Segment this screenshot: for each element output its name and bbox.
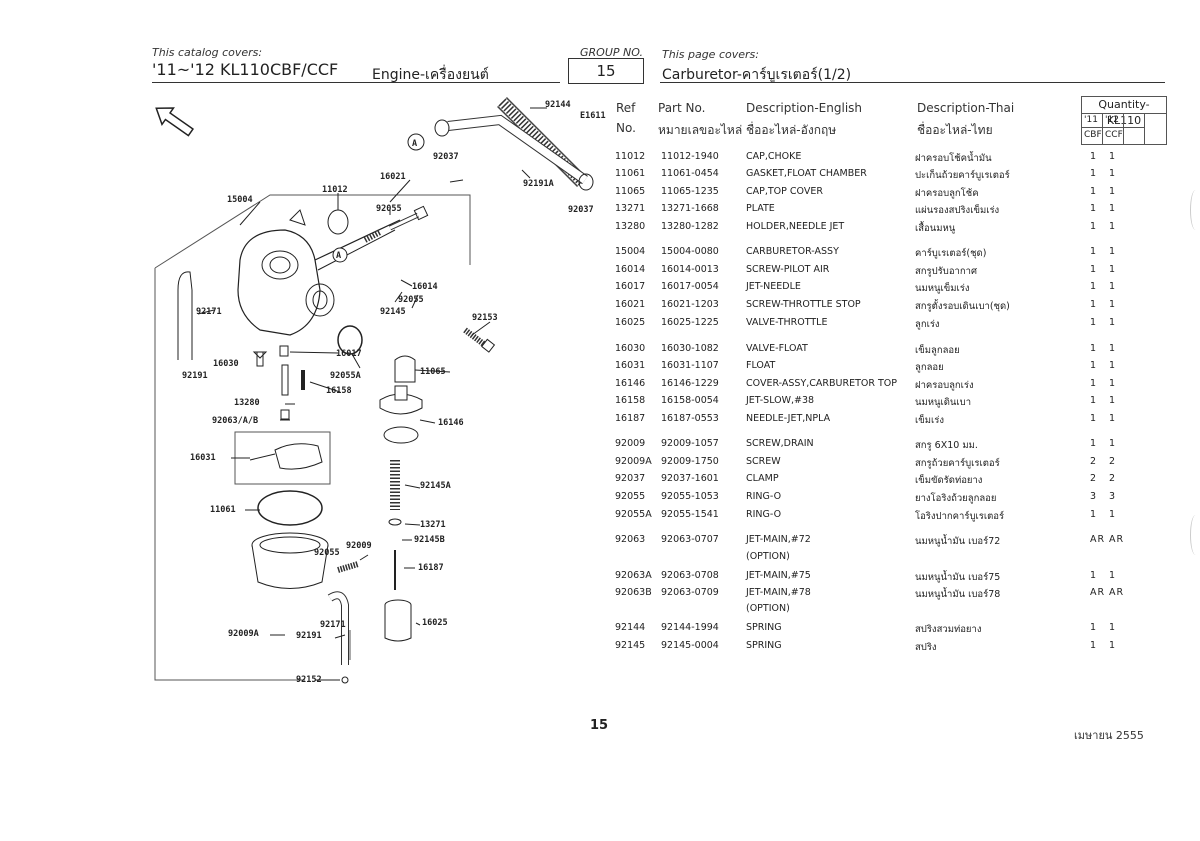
svg-text:11061: 11061 bbox=[210, 505, 236, 515]
intake-tube-icon bbox=[177, 271, 193, 360]
svg-text:11012: 11012 bbox=[322, 185, 348, 195]
diagram-code: E1611 bbox=[580, 111, 606, 121]
quantity-header: Quantity-KL110 '11 '12 CBF CCF bbox=[1081, 96, 1167, 145]
front-arrow-icon bbox=[155, 107, 195, 137]
publication-date: เมษายน 2555 bbox=[1074, 729, 1144, 742]
svg-text:92171: 92171 bbox=[196, 307, 222, 317]
ref-header-1: Ref bbox=[616, 101, 636, 115]
qty-empty-2 bbox=[1124, 128, 1145, 144]
svg-text:A: A bbox=[412, 139, 417, 149]
float-chamber-gasket-icon bbox=[257, 490, 323, 526]
assembly-outline bbox=[154, 194, 471, 681]
svg-text:16017: 16017 bbox=[336, 349, 362, 359]
qty-year-2: '12 bbox=[1103, 113, 1124, 128]
section-title: Engine-เครื่องยนต์ bbox=[372, 67, 489, 83]
svg-text:92145B: 92145B bbox=[414, 535, 445, 545]
svg-text:16025: 16025 bbox=[422, 618, 448, 628]
svg-text:92191: 92191 bbox=[296, 631, 322, 641]
scan-hole-mark bbox=[1190, 515, 1200, 555]
scan-hole-mark bbox=[1190, 190, 1200, 230]
model-title: '11~'12 KL110CBF/CCF bbox=[152, 60, 339, 79]
svg-text:92055: 92055 bbox=[314, 548, 340, 558]
svg-text:16021: 16021 bbox=[380, 172, 406, 182]
svg-text:92145A: 92145A bbox=[420, 481, 451, 491]
svg-text:13271: 13271 bbox=[420, 520, 446, 530]
svg-text:16014: 16014 bbox=[412, 282, 438, 292]
svg-text:11065: 11065 bbox=[420, 367, 446, 377]
svg-text:16146: 16146 bbox=[438, 418, 464, 428]
part-header-2: หมายเลขอะไหล่ bbox=[658, 123, 743, 137]
group-no-box: 15 bbox=[568, 58, 644, 84]
cover-assy-icon bbox=[379, 385, 423, 444]
svg-text:A: A bbox=[336, 251, 341, 261]
o-ring-icon bbox=[337, 325, 363, 355]
float-valve-icon bbox=[252, 351, 268, 367]
choke-cap-icon bbox=[327, 209, 349, 235]
header-rule-left bbox=[152, 82, 560, 83]
svg-text:92037: 92037 bbox=[568, 205, 594, 215]
holder-needle-jet-icon bbox=[281, 364, 289, 396]
drain-screw-icon bbox=[337, 561, 359, 573]
header-rule-right bbox=[660, 82, 1165, 83]
svg-text:92145: 92145 bbox=[380, 307, 406, 317]
english-header-1: Description-English bbox=[746, 101, 863, 115]
throttle-stop-screw-icon bbox=[363, 205, 429, 243]
catalog-covers-label: This catalog covers: bbox=[152, 46, 263, 59]
svg-text:92191A: 92191A bbox=[523, 179, 554, 189]
svg-text:92063/A/B: 92063/A/B bbox=[212, 416, 258, 426]
float-chamber-bowl-icon bbox=[251, 532, 329, 589]
page-title: Carburetor-คาร์บูเรเตอร์(1/2) bbox=[662, 67, 852, 83]
ref-header-2: No. bbox=[616, 121, 636, 135]
float-icon bbox=[249, 443, 323, 470]
qty-empty-1 bbox=[1124, 113, 1145, 128]
svg-text:92191: 92191 bbox=[182, 371, 208, 381]
group-no-value: 15 bbox=[596, 62, 616, 80]
thai-header-2: ชื่ออะไหล่-ไทย bbox=[917, 123, 993, 137]
page-number: 15 bbox=[590, 718, 609, 733]
svg-text:16031: 16031 bbox=[190, 453, 216, 463]
english-header-2: ชื่ออะไหล่-อังกฤษ bbox=[746, 123, 837, 137]
svg-text:16030: 16030 bbox=[213, 359, 239, 369]
top-cover-cap-icon bbox=[394, 355, 416, 383]
thai-header-1: Description-Thai bbox=[917, 101, 1015, 115]
screw-92153-icon bbox=[463, 327, 496, 353]
svg-text:92009A: 92009A bbox=[228, 629, 259, 639]
svg-text:92037: 92037 bbox=[433, 152, 459, 162]
qty-year-1: '11 bbox=[1082, 113, 1103, 128]
part-header-1: Part No. bbox=[658, 101, 706, 115]
qty-model-2: CCF bbox=[1103, 128, 1124, 144]
main-jet-icon bbox=[280, 409, 290, 420]
qty-model-1: CBF bbox=[1082, 128, 1103, 144]
plate-icon bbox=[388, 518, 402, 526]
exploded-parts-diagram: E1611 92144 92037 92191A 92037 16021 110… bbox=[154, 97, 606, 685]
svg-text:92144: 92144 bbox=[545, 100, 571, 110]
svg-text:16187: 16187 bbox=[418, 563, 444, 573]
needle-jet-icon bbox=[279, 345, 289, 357]
svg-text:92055A: 92055A bbox=[330, 371, 361, 381]
svg-text:92009: 92009 bbox=[346, 541, 372, 551]
svg-text:92055: 92055 bbox=[398, 295, 424, 305]
clip-92152-icon bbox=[341, 676, 349, 684]
svg-text:92153: 92153 bbox=[472, 313, 498, 323]
quantity-title: Quantity-KL110 bbox=[1082, 97, 1166, 127]
group-no-label: GROUP NO. bbox=[580, 46, 643, 59]
svg-text:13280: 13280 bbox=[234, 398, 260, 408]
svg-text:92171: 92171 bbox=[320, 620, 346, 630]
svg-text:92055: 92055 bbox=[376, 204, 402, 214]
throttle-valve-icon bbox=[384, 599, 412, 642]
svg-text:16158: 16158 bbox=[326, 386, 352, 396]
svg-text:15004: 15004 bbox=[227, 195, 253, 205]
page-covers-label: This page covers: bbox=[662, 48, 759, 61]
svg-text:92152: 92152 bbox=[296, 675, 322, 685]
carburetor-body-icon bbox=[237, 209, 401, 336]
